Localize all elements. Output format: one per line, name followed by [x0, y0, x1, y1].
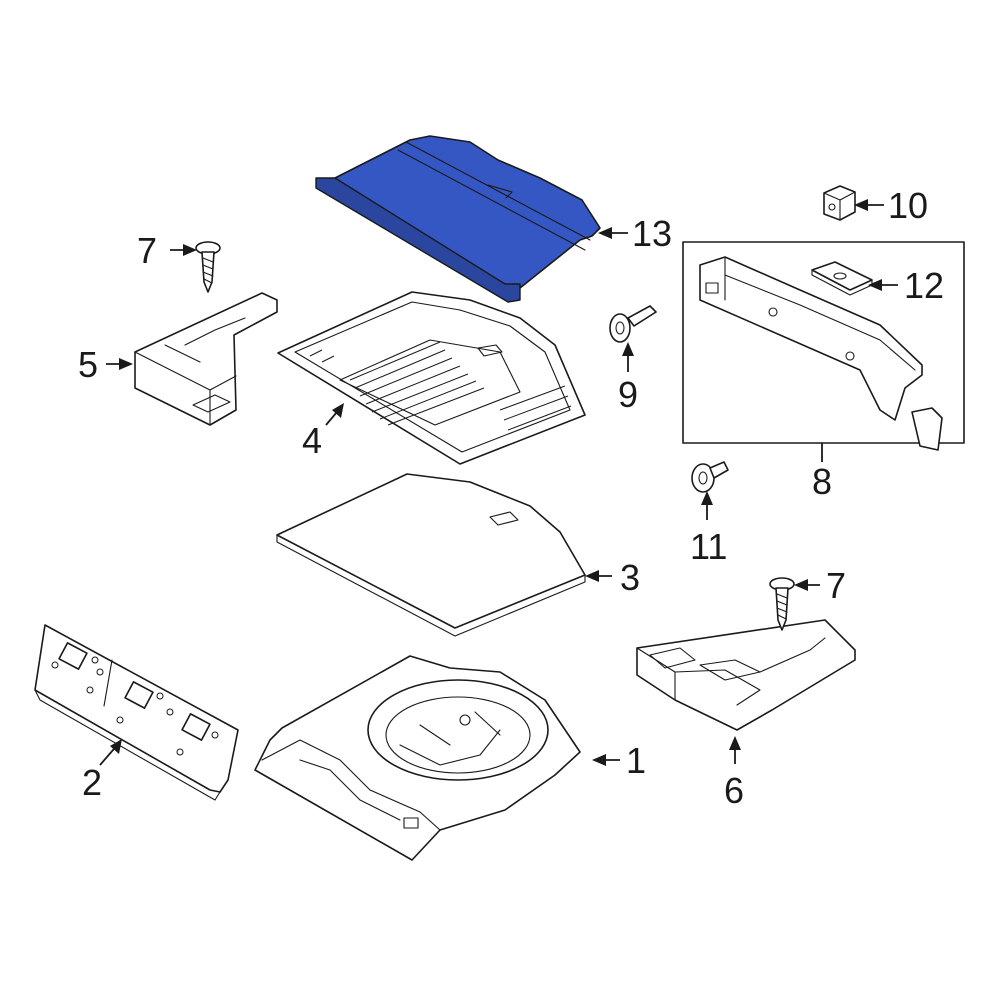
- part-7-screw-lower[interactable]: [769, 577, 795, 631]
- callout-12: 12: [904, 265, 944, 306]
- part-5-left-foam-block[interactable]: [134, 292, 278, 426]
- callout-6: 6: [724, 770, 744, 811]
- callout-7-upper: 7: [137, 230, 157, 271]
- leader-4: [325, 403, 344, 426]
- part-13-cargo-cover[interactable]: [315, 135, 601, 303]
- part-12-bracket[interactable]: [811, 261, 873, 296]
- callout-4: 4: [302, 420, 322, 461]
- part-2-rear-panel[interactable]: [34, 624, 239, 801]
- part-7-screw-upper[interactable]: [195, 241, 221, 293]
- part-6-right-foam-block[interactable]: [636, 619, 856, 731]
- leader-1: [592, 754, 620, 766]
- part-1-floor-pan[interactable]: [254, 655, 581, 861]
- callout-1: 1: [626, 740, 646, 781]
- leader-12: [868, 279, 898, 291]
- leader-5: [106, 358, 133, 370]
- callout-2: 2: [82, 762, 102, 803]
- callout-5: 5: [78, 344, 98, 385]
- leader-10: [854, 199, 884, 211]
- leader-13: [598, 227, 628, 239]
- callout-10: 10: [888, 185, 928, 226]
- part-3-floor-board[interactable]: [276, 473, 586, 637]
- leader-7b: [794, 579, 820, 591]
- leader-7a: [170, 244, 197, 256]
- callout-13: 13: [632, 213, 672, 254]
- part-8-group-box: [682, 241, 965, 444]
- leader-11: [701, 491, 713, 520]
- leader-3: [585, 570, 612, 582]
- part-8-rear-member-group[interactable]: [682, 241, 965, 451]
- leader-6: [729, 736, 741, 764]
- part-11-bolt[interactable]: [691, 461, 729, 493]
- callout-9: 9: [618, 374, 638, 415]
- callout-7-lower: 7: [826, 565, 846, 606]
- part-9-bolt[interactable]: [609, 305, 657, 343]
- callout-11: 11: [690, 526, 727, 567]
- leader-9: [622, 342, 634, 372]
- part-4-floor-mat[interactable]: [277, 291, 586, 465]
- callout-8: 8: [812, 461, 832, 502]
- callout-3: 3: [620, 557, 640, 598]
- leader-2: [99, 739, 122, 766]
- part-10-clip[interactable]: [823, 185, 856, 221]
